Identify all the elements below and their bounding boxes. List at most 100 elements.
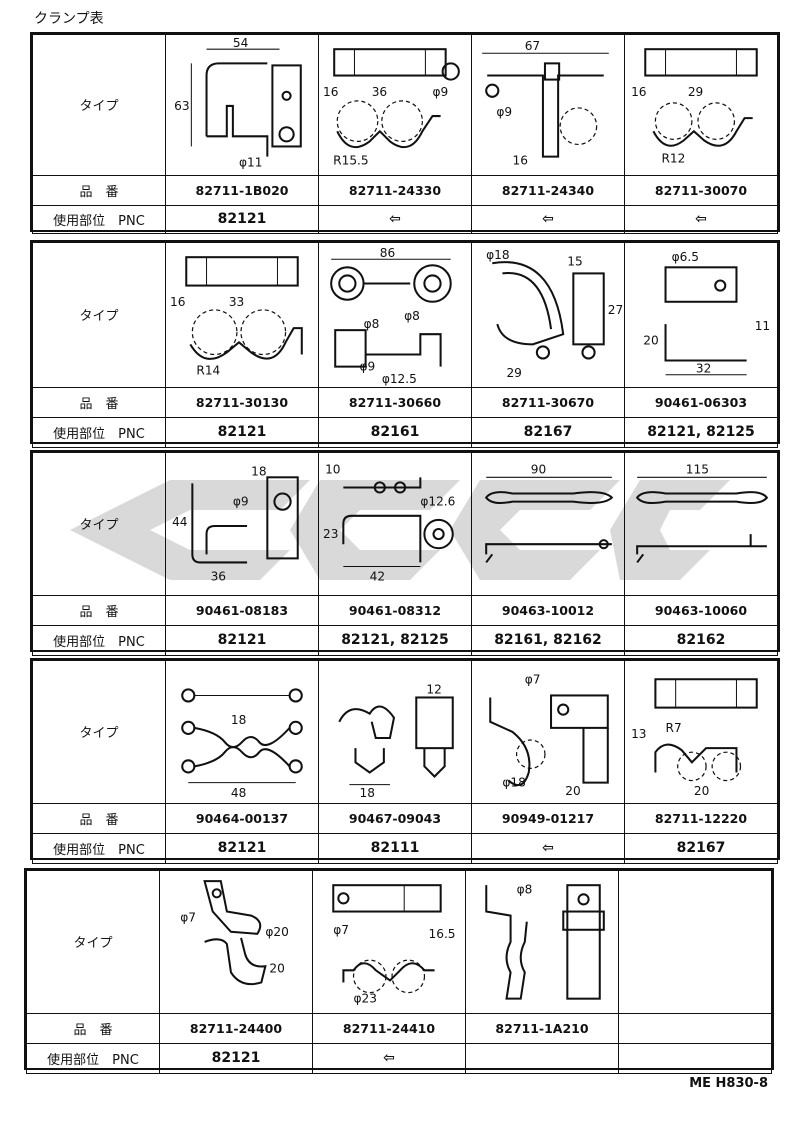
- dim-label: 20: [565, 784, 580, 798]
- dim-label: φ9: [432, 85, 448, 99]
- part-number: 82711-24330: [318, 174, 472, 206]
- pnc-value: 82167: [624, 832, 778, 864]
- part-number: 82711-30670: [471, 386, 625, 418]
- part-no-label: 品 番: [32, 174, 166, 206]
- dim-label: φ7: [180, 911, 196, 925]
- pnc-value: 82161, 82162: [471, 624, 625, 656]
- clamp-figure: φ6.5 11 20 32: [624, 242, 778, 388]
- clamp-figure: 16 29 R12: [624, 34, 778, 176]
- dim-label: 86: [380, 246, 395, 260]
- dim-label: 29: [506, 366, 521, 380]
- type-label: タイプ: [32, 242, 166, 388]
- part-number: 90949-01217: [471, 802, 625, 834]
- dim-label: φ8: [364, 317, 380, 331]
- dim-label: φ7: [333, 923, 349, 937]
- part-number: 90463-10012: [471, 594, 625, 626]
- dim-label: φ18: [502, 776, 525, 790]
- dim-label: 48: [231, 786, 246, 800]
- clamp-block-4: タイプ 18 48 12 18: [30, 658, 780, 864]
- clamp-figure: 18 48: [165, 660, 319, 804]
- dim-label: 27: [608, 303, 623, 317]
- dim-label: R7: [666, 721, 682, 735]
- clamp-figure-empty: [618, 870, 772, 1014]
- dim-label: 11: [755, 319, 770, 333]
- dim-label: φ9: [360, 360, 376, 374]
- usage-label: 使用部位 PNC: [32, 416, 166, 448]
- dim-label: 63: [174, 99, 189, 113]
- page-footer-code: ME H830-8: [689, 1076, 768, 1091]
- dim-label: 20: [643, 333, 658, 347]
- pnc-value: 82121: [165, 624, 319, 656]
- dim-label: 18: [231, 713, 246, 727]
- pnc-value: 82111: [318, 832, 472, 864]
- clamp-figure: 16 33 R14: [165, 242, 319, 388]
- clamp-figure: φ18 15 27 29: [471, 242, 625, 388]
- part-no-label: 品 番: [32, 802, 166, 834]
- part-number: 90461-06303: [624, 386, 778, 418]
- pnc-value: 82167: [471, 416, 625, 448]
- page-title: クランプ表: [34, 11, 104, 27]
- same-as-left-arrow-icon: ⇦: [471, 832, 625, 864]
- part-number: 90464-00137: [165, 802, 319, 834]
- dim-label: 15: [567, 254, 582, 268]
- dim-label: 12: [426, 682, 441, 696]
- dim-label: 16: [513, 154, 528, 168]
- part-number: 82711-24410: [312, 1012, 466, 1044]
- clamp-figure: 10 φ12.6 23 42: [318, 452, 472, 596]
- clamp-figure: 13 R7 20: [624, 660, 778, 804]
- dim-label: φ8: [517, 882, 533, 896]
- dim-label: 54: [233, 36, 249, 50]
- clamp-block-5: タイプ φ7 φ20 20 φ7 16.5 φ23: [24, 868, 774, 1074]
- pnc-value: 82121: [165, 416, 319, 448]
- dim-label: φ7: [525, 672, 541, 686]
- clamp-figure: 115: [624, 452, 778, 596]
- part-number: 90461-08183: [165, 594, 319, 626]
- dim-label: 29: [688, 85, 703, 99]
- dim-label: φ23: [354, 992, 377, 1006]
- pnc-value: 82121, 82125: [318, 624, 472, 656]
- type-label: タイプ: [32, 660, 166, 804]
- dim-label: 10: [325, 462, 340, 476]
- dim-label: 16: [631, 85, 646, 99]
- dim-label: 90: [531, 462, 546, 476]
- dim-label: 42: [370, 570, 385, 584]
- usage-label: 使用部位 PNC: [32, 204, 166, 234]
- clamp-block-3: タイプ 18 φ9 44 36 10 φ12.6 23: [30, 450, 780, 656]
- clamp-figure: 90: [471, 452, 625, 596]
- part-number: 82711-30130: [165, 386, 319, 418]
- type-label: タイプ: [32, 452, 166, 596]
- part-no-label: 品 番: [32, 386, 166, 418]
- dim-label: 115: [686, 462, 709, 476]
- dim-label: φ11: [239, 156, 262, 170]
- part-number: 82711-1B020: [165, 174, 319, 206]
- pnc-value: [465, 1042, 619, 1074]
- dim-label: 23: [323, 527, 338, 541]
- dim-label: φ9: [496, 105, 512, 119]
- dim-label: φ12.6: [420, 495, 455, 509]
- part-number: 90461-08312: [318, 594, 472, 626]
- pnc-value: 82121: [159, 1042, 313, 1074]
- dim-label: 18: [360, 786, 375, 800]
- clamp-figure: φ7 φ20 20: [159, 870, 313, 1014]
- pnc-value: 82161: [318, 416, 472, 448]
- clamp-block-2: タイプ 16 33 R14 86 φ8 φ8: [30, 240, 780, 448]
- same-as-left-arrow-icon: ⇦: [624, 204, 778, 234]
- dim-label: 36: [211, 570, 226, 584]
- pnc-value: 82121: [165, 832, 319, 864]
- dim-label: 18: [251, 464, 266, 478]
- same-as-left-arrow-icon: ⇦: [312, 1042, 466, 1074]
- clamp-figure: 67 φ9 16: [471, 34, 625, 176]
- part-number: 82711-24340: [471, 174, 625, 206]
- part-number: 82711-30070: [624, 174, 778, 206]
- dim-label: φ8: [404, 309, 420, 323]
- part-number: 82711-12220: [624, 802, 778, 834]
- part-number: 90463-10060: [624, 594, 778, 626]
- clamp-figure: 16 36 φ9 R15.5: [318, 34, 472, 176]
- dim-label: 32: [696, 362, 711, 376]
- usage-label: 使用部位 PNC: [26, 1042, 160, 1074]
- part-number: 82711-30660: [318, 386, 472, 418]
- dim-label: φ6.5: [672, 250, 699, 264]
- dim-label: φ12.5: [382, 372, 417, 386]
- clamp-block-1: タイプ 54 63 φ11 16 36 φ9: [30, 32, 780, 234]
- same-as-left-arrow-icon: ⇦: [471, 204, 625, 234]
